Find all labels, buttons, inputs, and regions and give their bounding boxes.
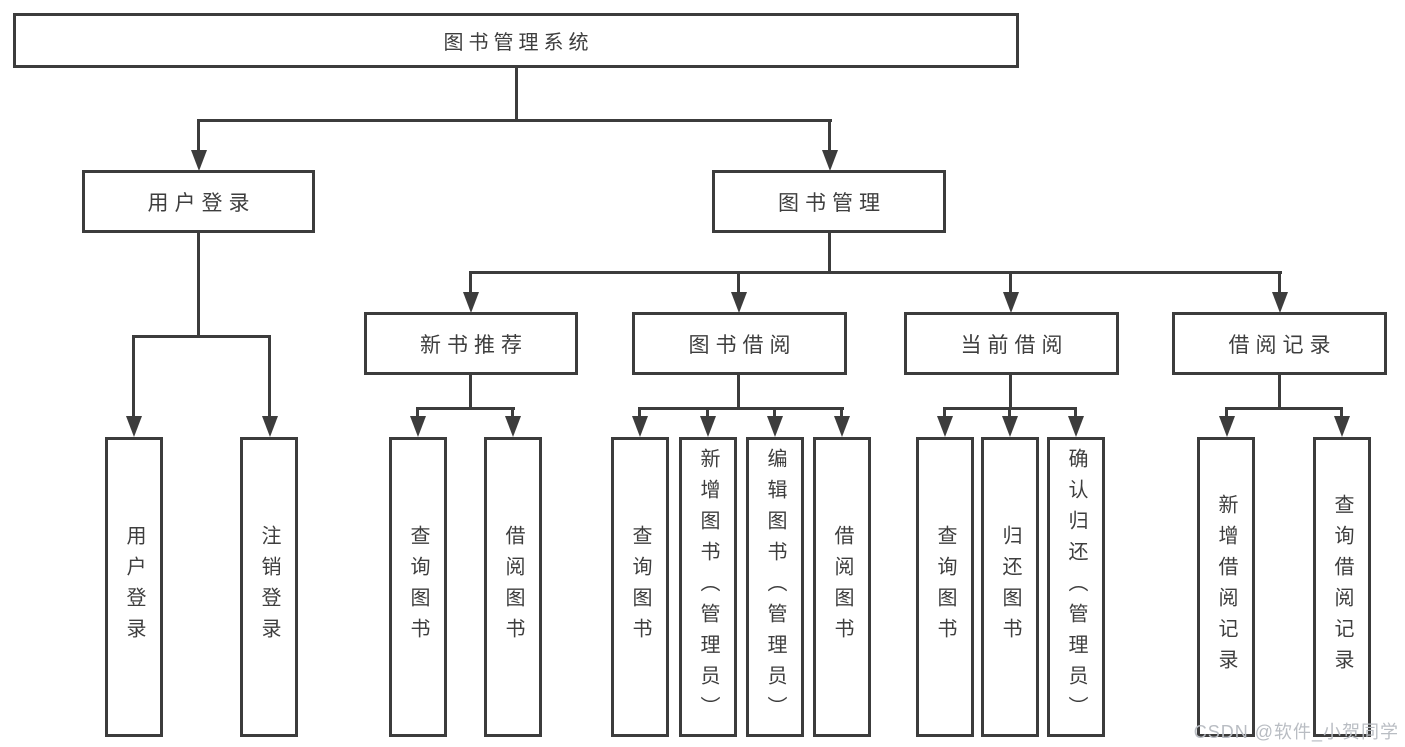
connector-branch bbox=[1225, 407, 1343, 410]
connector-leaf-drop bbox=[943, 407, 946, 419]
leaf-add-books-admin: 新增图书（管理员） bbox=[679, 437, 737, 737]
arrow-down-icon bbox=[463, 292, 479, 313]
leaf-borrow-books: 借阅图书 bbox=[813, 437, 871, 737]
arrow-down-icon bbox=[126, 416, 142, 437]
arrow-down-icon bbox=[1003, 292, 1019, 313]
leaf-edit-books-admin: 编辑图书（管理员） bbox=[746, 437, 804, 737]
leaf-borrow-books-recommend: 借阅图书 bbox=[484, 437, 542, 737]
connector-user-login-drop bbox=[197, 119, 200, 152]
connector-drop bbox=[737, 271, 740, 295]
connector-user-login-stem bbox=[197, 231, 200, 338]
arrow-down-icon bbox=[767, 416, 783, 437]
connector-root-branch bbox=[197, 119, 832, 122]
leaf-return-books: 归还图书 bbox=[981, 437, 1039, 737]
node-new-book-recommendation: 新书推荐 bbox=[364, 312, 578, 375]
arrow-down-icon bbox=[1219, 416, 1235, 437]
leaf-query-borrow-record: 查询借阅记录 bbox=[1313, 437, 1371, 737]
leaf-query-books-recommend: 查询图书 bbox=[389, 437, 447, 737]
connector-stem bbox=[737, 374, 740, 410]
connector-leaf-drop bbox=[638, 407, 641, 419]
leaf-query-books-current: 查询图书 bbox=[916, 437, 974, 737]
connector-book-mgmt-drop bbox=[828, 119, 831, 152]
connector-leaf-drop bbox=[132, 335, 135, 418]
connector-leaf-drop bbox=[1074, 407, 1077, 419]
node-user-login: 用户登录 bbox=[82, 170, 315, 233]
leaf-confirm-return-admin: 确认归还（管理员） bbox=[1047, 437, 1105, 737]
connector-user-login-branch bbox=[132, 335, 271, 338]
arrow-down-icon bbox=[1272, 292, 1288, 313]
leaf-user-login: 用户登录 bbox=[105, 437, 163, 737]
connector-drop bbox=[1278, 271, 1281, 295]
connector-leaf-drop bbox=[416, 407, 419, 419]
connector-leaf-drop bbox=[1340, 407, 1343, 419]
node-book-borrowing: 图书借阅 bbox=[632, 312, 847, 375]
arrow-down-icon bbox=[937, 416, 953, 437]
connector-stem bbox=[469, 374, 472, 410]
connector-branch bbox=[416, 407, 515, 410]
arrow-down-icon bbox=[191, 150, 207, 171]
connector-leaf-drop bbox=[773, 407, 776, 419]
connector-leaf-drop bbox=[1225, 407, 1228, 419]
arrow-down-icon bbox=[822, 150, 838, 171]
node-library-management-system: 图书管理系统 bbox=[13, 13, 1019, 68]
connector-leaf-drop bbox=[511, 407, 514, 419]
arrow-down-icon bbox=[262, 416, 278, 437]
node-book-management: 图书管理 bbox=[712, 170, 946, 233]
connector-branch bbox=[638, 407, 844, 410]
arrow-down-icon bbox=[505, 416, 521, 437]
connector-book-mgmt-branch bbox=[469, 271, 1282, 274]
connector-leaf-drop bbox=[706, 407, 709, 419]
connector-leaf-drop bbox=[840, 407, 843, 419]
connector-stem bbox=[1009, 374, 1012, 410]
connector-stem bbox=[1278, 374, 1281, 410]
connector-leaf-drop bbox=[268, 335, 271, 418]
arrow-down-icon bbox=[410, 416, 426, 437]
leaf-logout: 注销登录 bbox=[240, 437, 298, 737]
csdn-watermark: CSDN @软件_小贺同学 bbox=[1193, 722, 1399, 742]
leaf-query-books-borrow: 查询图书 bbox=[611, 437, 669, 737]
arrow-down-icon bbox=[834, 416, 850, 437]
arrow-down-icon bbox=[1002, 416, 1018, 437]
node-borrowing-records: 借阅记录 bbox=[1172, 312, 1387, 375]
arrow-down-icon bbox=[1334, 416, 1350, 437]
arrow-down-icon bbox=[700, 416, 716, 437]
arrow-down-icon bbox=[731, 292, 747, 313]
connector-drop bbox=[469, 271, 472, 295]
connector-drop bbox=[1009, 271, 1012, 295]
connector-root-stem bbox=[515, 66, 518, 122]
arrow-down-icon bbox=[1068, 416, 1084, 437]
node-current-borrowing: 当前借阅 bbox=[904, 312, 1119, 375]
arrow-down-icon bbox=[632, 416, 648, 437]
leaf-add-borrow-record: 新增借阅记录 bbox=[1197, 437, 1255, 737]
connector-book-mgmt-stem bbox=[828, 231, 831, 274]
connector-leaf-drop bbox=[1008, 407, 1011, 419]
